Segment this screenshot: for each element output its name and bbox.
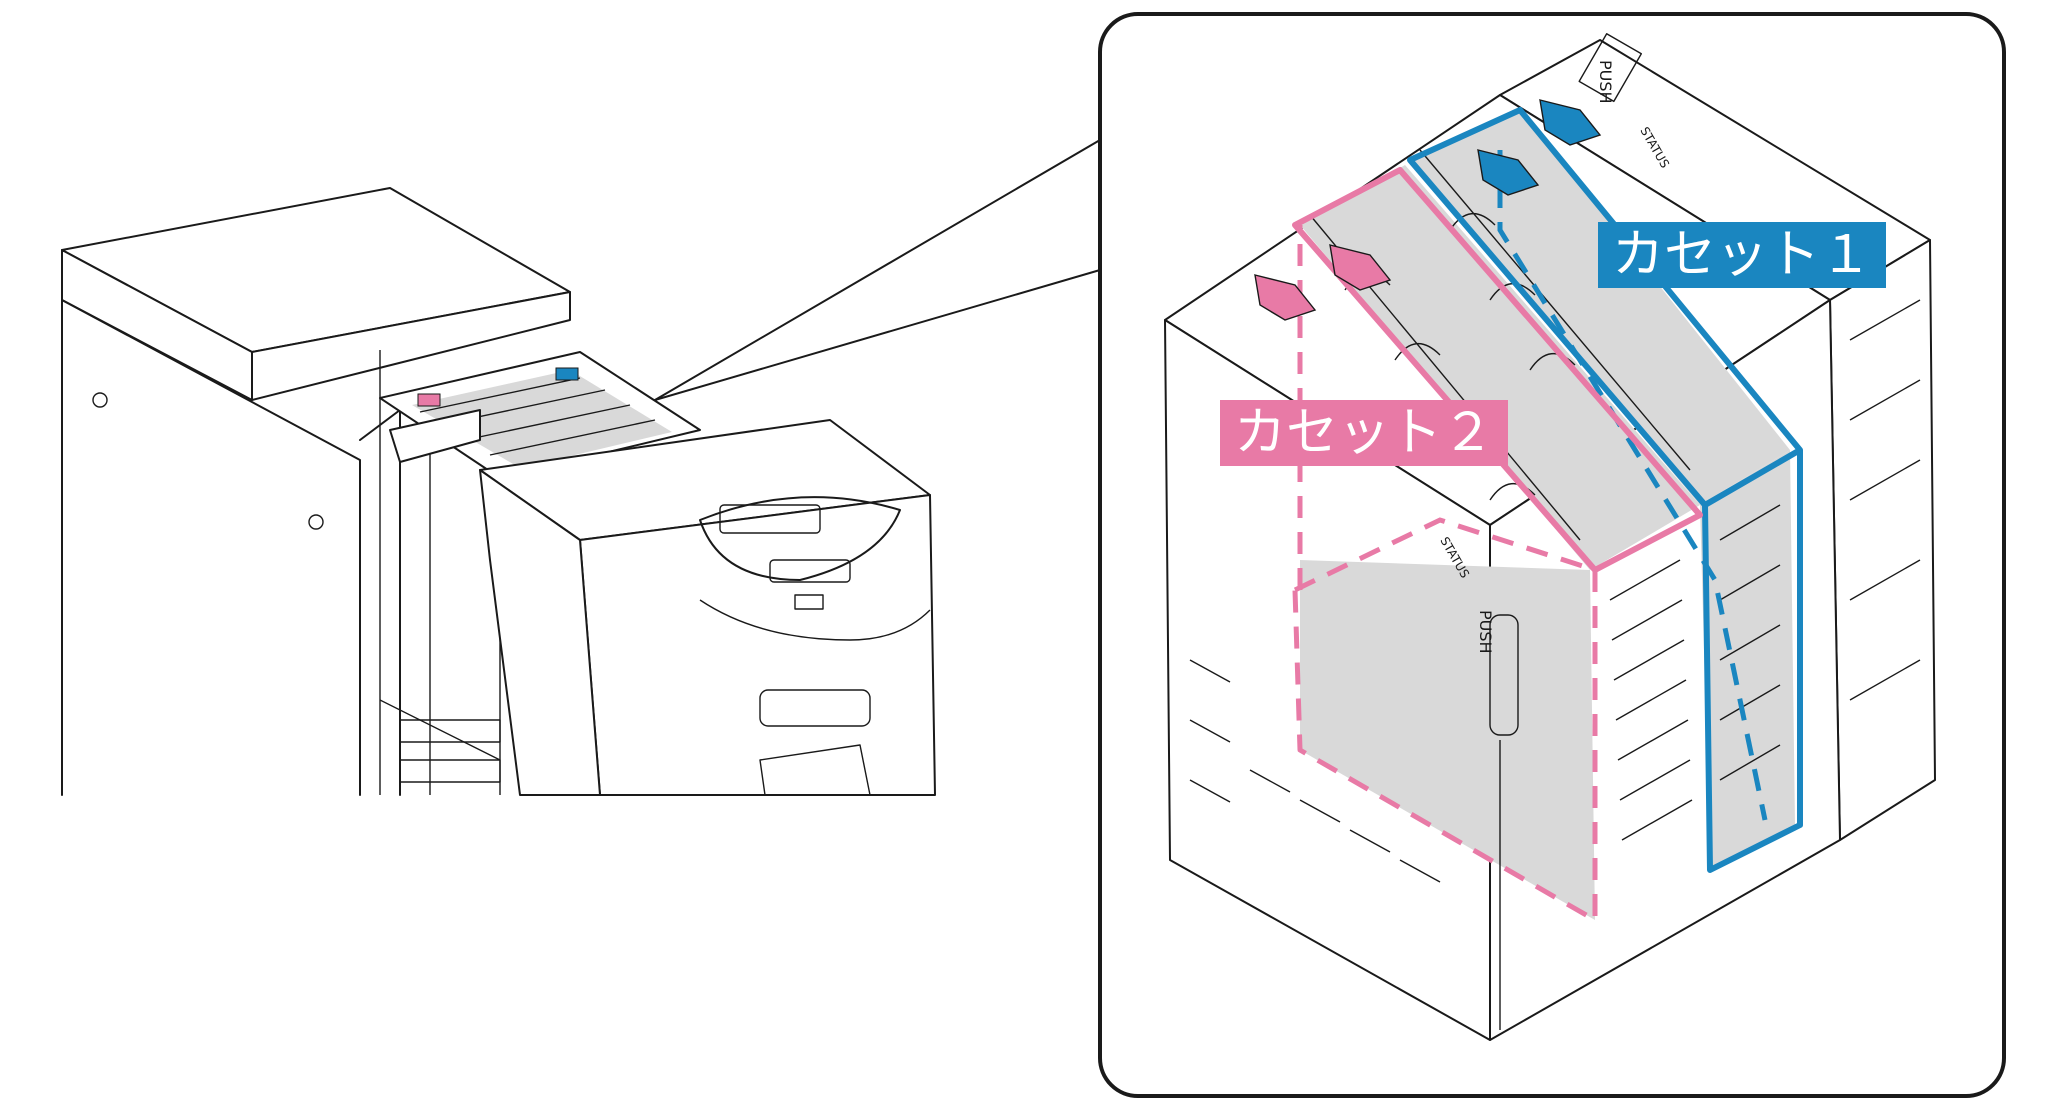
push-mark-rear: PUSH [1596, 60, 1615, 104]
push-mark-front: PUSH [1476, 610, 1495, 654]
cassette-2-label: カセット２ [1220, 400, 1509, 466]
unit-overview [61, 187, 936, 796]
cassette-closeup [1164, 33, 1936, 1041]
callout-lines [654, 139, 1101, 401]
cassette-1-label: カセット１ [1598, 222, 1887, 288]
